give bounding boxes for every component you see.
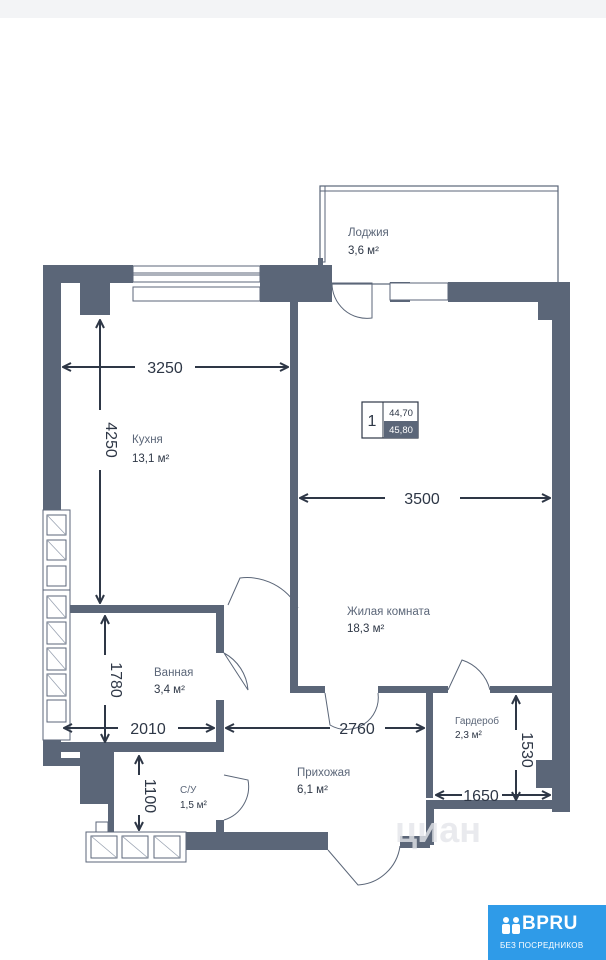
dim-bath-width: 2010	[130, 721, 166, 738]
dim-bath-height: 1780	[107, 662, 124, 698]
doors	[223, 282, 491, 886]
dim-wardrobe-width: 1650	[463, 788, 499, 805]
logo-brand: BPRU	[522, 913, 578, 934]
top-bar	[0, 0, 606, 18]
badge-rooms-count: 1	[368, 413, 377, 430]
dimension-lines	[63, 320, 550, 830]
dim-living-width: 3500	[404, 491, 440, 508]
kitchen-name: Кухня	[132, 434, 163, 446]
wardrobe-name: Гардероб	[455, 715, 499, 727]
badge-area-living: 44,70	[389, 408, 413, 419]
badge-area-total: 45,80	[389, 425, 413, 436]
loggia-area: 3,6 м²	[348, 245, 379, 257]
walls	[43, 265, 570, 850]
loggia	[318, 185, 559, 285]
dim-kitchen-length: 4250	[102, 422, 119, 458]
bpru-logo[interactable]: BPRU БЕЗ ПОСРЕДНИКОВ	[488, 905, 606, 960]
hallway-area: 6,1 м²	[297, 784, 328, 796]
window-hatch	[46, 514, 181, 859]
logo-tagline: БЕЗ ПОСРЕДНИКОВ	[500, 941, 584, 950]
loggia-name: Лоджия	[348, 227, 389, 239]
toilet-area: 1,5 м²	[180, 800, 208, 811]
dim-hall-width: 2760	[339, 721, 375, 738]
bathroom-name: Ванная	[154, 667, 193, 679]
wardrobe-area: 2,3 м²	[455, 730, 483, 741]
dim-kitchen-width: 3250	[147, 360, 183, 377]
dim-wardrobe-height: 1530	[518, 732, 535, 768]
hallway-name: Прихожая	[297, 767, 350, 779]
bathroom-area: 3,4 м²	[154, 684, 185, 696]
watermark: циан	[395, 809, 481, 850]
rooms-badge: 1 44,70 45,80	[361, 401, 419, 439]
kitchen-area: 13,1 м²	[132, 453, 169, 465]
living-name: Жилая комната	[347, 606, 431, 618]
living-area: 18,3 м²	[347, 623, 384, 635]
dim-toilet-height: 1100	[141, 779, 158, 814]
toilet-name: С/У	[180, 785, 197, 796]
people-icon	[502, 917, 520, 934]
